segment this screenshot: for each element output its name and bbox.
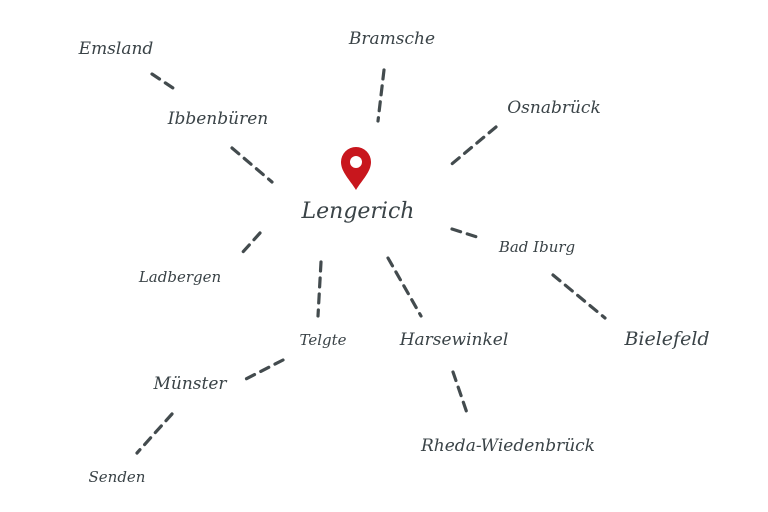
connector-harsewinkel-rheda [451, 370, 469, 415]
connector-ladbergen [240, 231, 262, 255]
center-label: Lengerich [301, 199, 415, 224]
place-osnabrueck: Osnabrück [507, 98, 601, 118]
connector-harsewinkel [386, 256, 423, 318]
connector-bad-iburg [450, 227, 482, 240]
place-bramsche: Bramsche [348, 29, 435, 49]
place-harsewinkel: Harsewinkel [399, 330, 509, 350]
place-muenster: Münster [152, 374, 227, 394]
place-emsland: Emsland [78, 39, 154, 59]
connector-bramsche [376, 68, 386, 123]
place-bielefeld: Bielefeld [623, 328, 709, 350]
connector-emsland-ibbenbueren [150, 72, 178, 92]
place-rheda-wiedenbrueck: Rheda-Wiedenbrück [420, 436, 595, 456]
connector-bad-iburg-bielefeld [551, 273, 607, 320]
connector-ibbenbueren [230, 146, 274, 184]
place-bad-iburg: Bad Iburg [498, 238, 575, 256]
place-ibbenbueren: Ibbenbüren [167, 109, 268, 129]
place-telgte: Telgte [299, 331, 346, 349]
connector-telgte-muenster [242, 358, 285, 382]
place-ladbergen: Ladbergen [138, 268, 221, 286]
place-senden: Senden [89, 468, 146, 486]
map-pin-icon [341, 147, 371, 190]
connector-lines [135, 68, 607, 455]
connector-telgte [316, 260, 323, 318]
connector-muenster-senden [135, 412, 174, 455]
connector-osnabrueck [445, 125, 498, 170]
